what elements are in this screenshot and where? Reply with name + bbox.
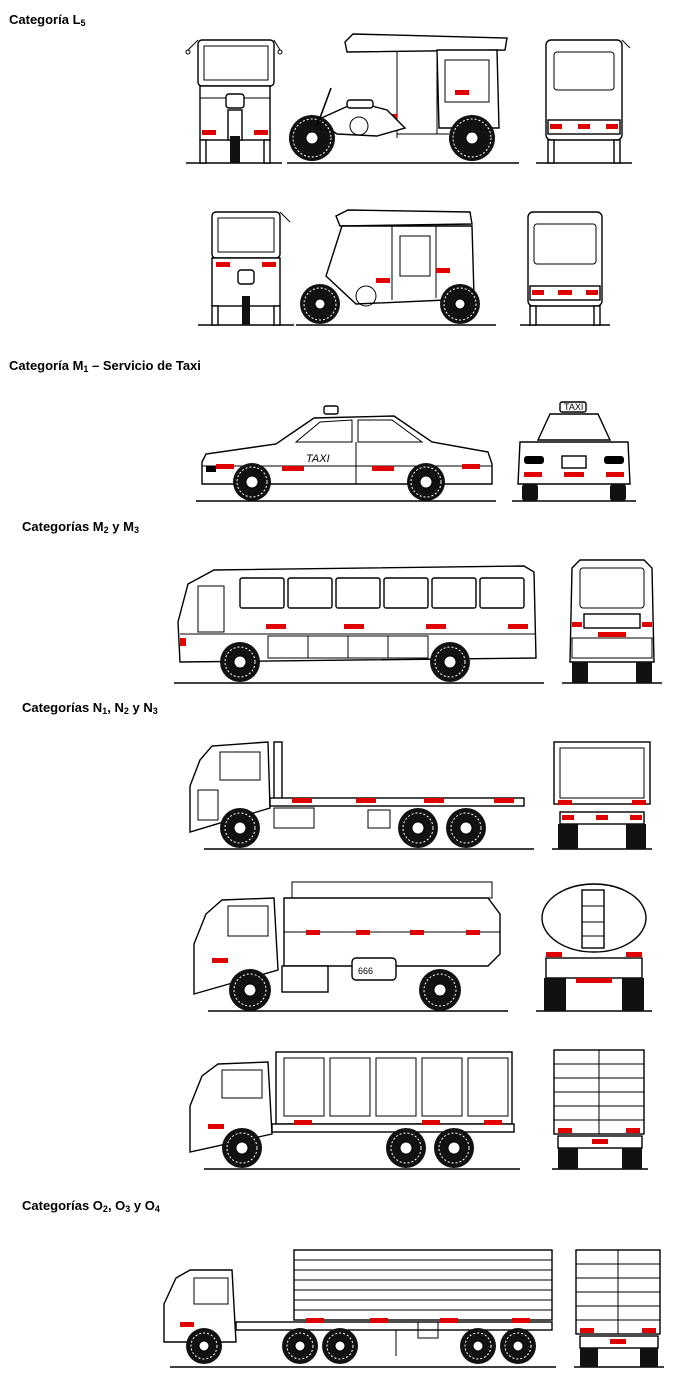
tanker-truck-rear-view [536,883,652,1012]
taxi-side-view: TAXI [196,405,496,502]
heading-categories-o2-o3-o4: Categorías O2, O3 y O4 [22,1198,160,1214]
heading-category-m1-taxi: Categoría M1 – Servicio de Taxi [9,358,201,374]
mototaxi-2-side-view [296,209,496,326]
bus-side-view [174,565,544,684]
taxi-roof-sign-label: TAXI [564,402,583,412]
bus-rear-view [562,559,662,684]
tanker-truck-side-view: 666 [193,881,508,1012]
mototaxi-side-view [287,33,519,164]
semitrailer-truck-side-view [163,1249,556,1368]
heading-categories-n1-n2-n3: Categorías N1, N2 y N3 [22,700,158,716]
flatbed-truck-rear-view [552,741,652,850]
flatbed-truck-side-view [189,741,534,850]
taxi-side-label: TAXI [306,453,330,465]
semitrailer-rear-view [574,1249,664,1368]
cargo-truck-rear-view [552,1049,648,1170]
mototaxi-2-rear-view [520,211,610,326]
taxi-rear-view: TAXI [512,401,636,502]
tanker-plate-label: 666 [358,966,373,976]
heading-categories-m2-m3: Categorías M2 y M3 [22,519,139,535]
heading-category-l5: Categoría L5 [9,12,86,28]
mototaxi-front-view [185,39,283,164]
mototaxi-rear-view [536,39,632,164]
mototaxi-2-front-view [198,211,294,326]
cargo-truck-side-view [189,1051,520,1170]
